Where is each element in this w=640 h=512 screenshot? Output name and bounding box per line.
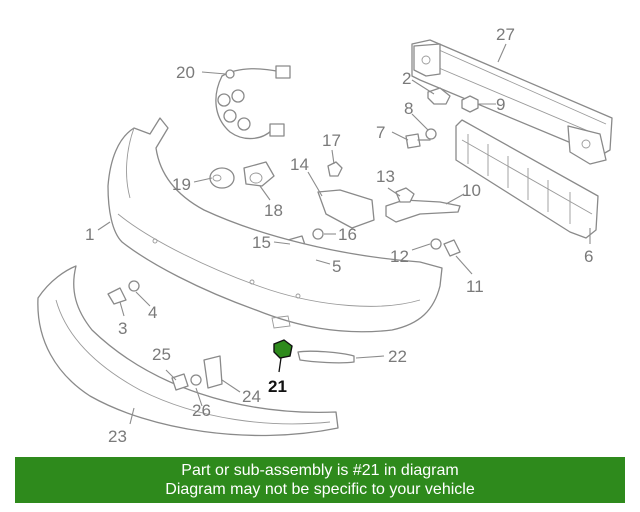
part-24-bracket — [203, 355, 223, 389]
part-4-washer — [128, 280, 140, 292]
part-10-bracket — [385, 199, 461, 223]
callout-5: 5 — [332, 257, 341, 276]
callout-10: 10 — [462, 181, 481, 200]
banner-line-disclaimer: Diagram may not be specific to your vehi… — [165, 481, 475, 498]
callout-25: 25 — [152, 345, 171, 364]
callout-8: 8 — [404, 99, 413, 118]
callout-labels: 1 2 3 4 5 6 7 8 9 10 11 12 13 14 15 16 1… — [85, 25, 593, 446]
part-12-washer — [430, 238, 442, 250]
callout-6: 6 — [584, 247, 593, 266]
callout-27: 27 — [496, 25, 515, 44]
part-8-washer — [425, 128, 437, 140]
callout-1: 1 — [85, 225, 94, 244]
part-11-bolt — [443, 239, 461, 257]
info-banner: Part or sub-assembly is #21 in diagram D… — [15, 457, 625, 503]
callout-26: 26 — [192, 401, 211, 420]
callout-18: 18 — [264, 201, 283, 220]
part-2-clip — [427, 87, 451, 105]
part-25-bolt — [171, 373, 189, 391]
part-14-side-bracket — [317, 189, 375, 229]
part-3-bolt — [107, 287, 127, 305]
callout-11: 11 — [466, 277, 484, 296]
part-20-wiring-harness — [215, 65, 291, 140]
part-21-clip-highlighted — [273, 339, 293, 359]
part-18-sensor-bracket — [243, 161, 275, 187]
callout-23: 23 — [108, 427, 127, 446]
part-19-sensor — [209, 167, 235, 189]
callout-17: 17 — [322, 131, 341, 150]
part-13-clip — [395, 187, 415, 203]
callout-24: 24 — [242, 387, 261, 406]
part-27-reinforcement-beam — [411, 39, 613, 165]
callout-16: 16 — [338, 225, 357, 244]
part-9-nut — [461, 95, 479, 113]
callout-21-highlighted: 21 — [268, 377, 287, 396]
callout-19: 19 — [172, 175, 191, 194]
part-7-bolt — [405, 133, 431, 149]
callout-9: 9 — [496, 95, 505, 114]
parts-diagram: 1 2 3 4 5 6 7 8 9 10 11 12 13 14 15 16 1… — [37, 25, 613, 446]
callout-12: 12 — [390, 247, 409, 266]
callout-13: 13 — [376, 167, 395, 186]
leader-lines — [97, 43, 591, 425]
part-17-clip — [327, 161, 343, 177]
callout-20: 20 — [176, 63, 195, 82]
callout-15: 15 — [252, 233, 271, 252]
banner-line-part-number: Part or sub-assembly is #21 in diagram — [181, 462, 459, 479]
callout-14: 14 — [290, 155, 309, 174]
part-1-bumper-cover — [107, 117, 443, 333]
part-23-lower-valance — [37, 265, 339, 437]
callout-4: 4 — [148, 303, 157, 322]
part-6-energy-absorber — [455, 119, 599, 239]
callout-7: 7 — [376, 123, 385, 142]
part-22-reflector — [297, 350, 355, 364]
callout-3: 3 — [118, 319, 127, 338]
part-26-washer — [190, 374, 202, 386]
part-16-washer — [312, 228, 324, 240]
callout-2: 2 — [402, 69, 411, 88]
callout-22: 22 — [388, 347, 407, 366]
